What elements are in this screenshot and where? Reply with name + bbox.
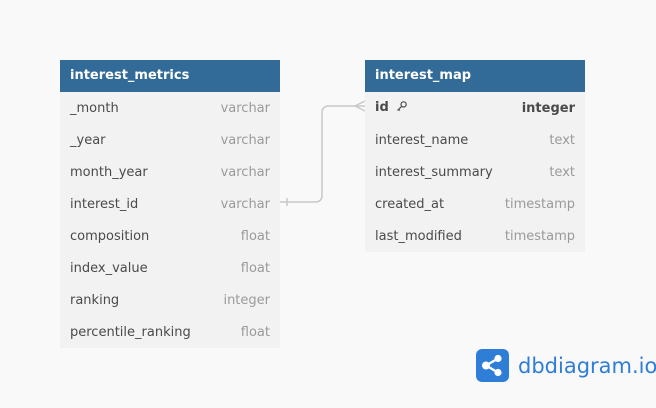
column-row[interactable]: ranking integer	[60, 284, 280, 316]
column-row[interactable]: interest_id varchar	[60, 188, 280, 220]
column-name: id	[375, 100, 389, 115]
column-row[interactable]: composition float	[60, 220, 280, 252]
table-interest-map[interactable]: interest_map id integer interest_name te…	[365, 60, 585, 252]
column-name: ranking	[70, 292, 120, 308]
column-name: composition	[70, 228, 150, 244]
share-nodes-icon	[476, 349, 509, 382]
column-type: text	[549, 132, 575, 148]
column-type: varchar	[220, 164, 270, 180]
column-name: index_value	[70, 260, 148, 276]
column-row[interactable]: month_year varchar	[60, 156, 280, 188]
column-row[interactable]: interest_name text	[365, 124, 585, 156]
column-list: id integer interest_name text interest_s…	[365, 92, 585, 252]
many-cardinality-mark-lower	[354, 105, 366, 112]
key-icon	[396, 100, 408, 116]
column-type: text	[549, 164, 575, 180]
column-row[interactable]: created_at timestamp	[365, 188, 585, 220]
column-type: varchar	[220, 196, 270, 212]
column-name: interest_id	[70, 196, 139, 212]
column-row[interactable]: _month varchar	[60, 92, 280, 124]
column-type: float	[240, 228, 270, 244]
column-list: _month varchar _year varchar month_year …	[60, 92, 280, 348]
logo-text: dbdiagram.io	[518, 353, 656, 378]
column-name-group: id	[375, 100, 408, 116]
column-name: last_modified	[375, 228, 462, 244]
table-header[interactable]: interest_metrics	[60, 60, 280, 92]
column-row[interactable]: percentile_ranking float	[60, 316, 280, 348]
column-type: float	[240, 260, 270, 276]
relationship-line[interactable]	[280, 105, 365, 203]
column-row[interactable]: interest_summary text	[365, 156, 585, 188]
column-type: varchar	[220, 132, 270, 148]
column-type: integer	[223, 292, 270, 308]
table-header[interactable]: interest_map	[365, 60, 585, 92]
column-row[interactable]: last_modified timestamp	[365, 220, 585, 252]
column-row-primary-key[interactable]: id integer	[365, 92, 585, 124]
column-type: timestamp	[504, 228, 575, 244]
column-name: created_at	[375, 196, 445, 212]
table-interest-metrics[interactable]: interest_metrics _month varchar _year va…	[60, 60, 280, 348]
column-row[interactable]: _year varchar	[60, 124, 280, 156]
column-type: varchar	[220, 100, 270, 116]
column-name: interest_name	[375, 132, 469, 148]
column-type: timestamp	[504, 196, 575, 212]
column-row[interactable]: index_value float	[60, 252, 280, 284]
column-name: percentile_ranking	[70, 324, 191, 340]
dbdiagram-logo[interactable]: dbdiagram.io	[476, 349, 656, 382]
column-type: float	[240, 324, 270, 340]
many-cardinality-mark-upper	[354, 100, 366, 107]
column-type: integer	[521, 100, 575, 116]
column-name: month_year	[70, 164, 148, 180]
column-name: _year	[70, 132, 106, 148]
column-name: interest_summary	[375, 164, 493, 180]
column-name: _month	[70, 100, 119, 116]
